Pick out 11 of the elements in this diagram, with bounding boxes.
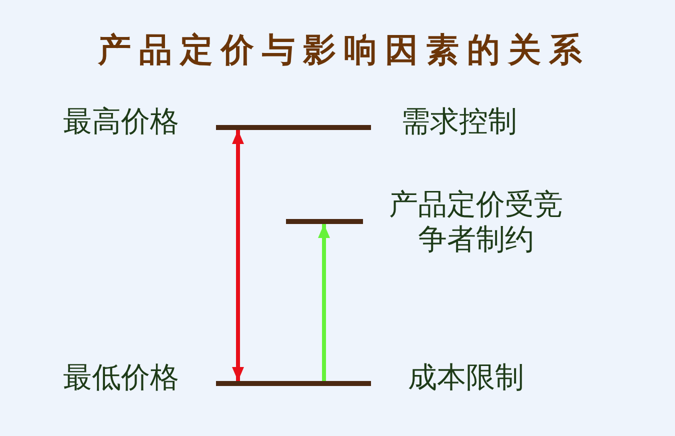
level-bar xyxy=(216,125,371,130)
side-label: 需求控制 xyxy=(400,104,518,139)
side-label: 成本限制 xyxy=(407,360,525,395)
double-arrow xyxy=(232,130,244,381)
side-label: 产品定价受竞争者制约 xyxy=(388,187,564,257)
arrow xyxy=(318,224,330,381)
side-label: 最低价格 xyxy=(62,360,180,395)
level-bar xyxy=(216,381,371,386)
side-label: 最高价格 xyxy=(62,104,180,139)
title: 产品定价与影响因素的关系 xyxy=(96,29,591,71)
level-bar xyxy=(286,219,363,224)
